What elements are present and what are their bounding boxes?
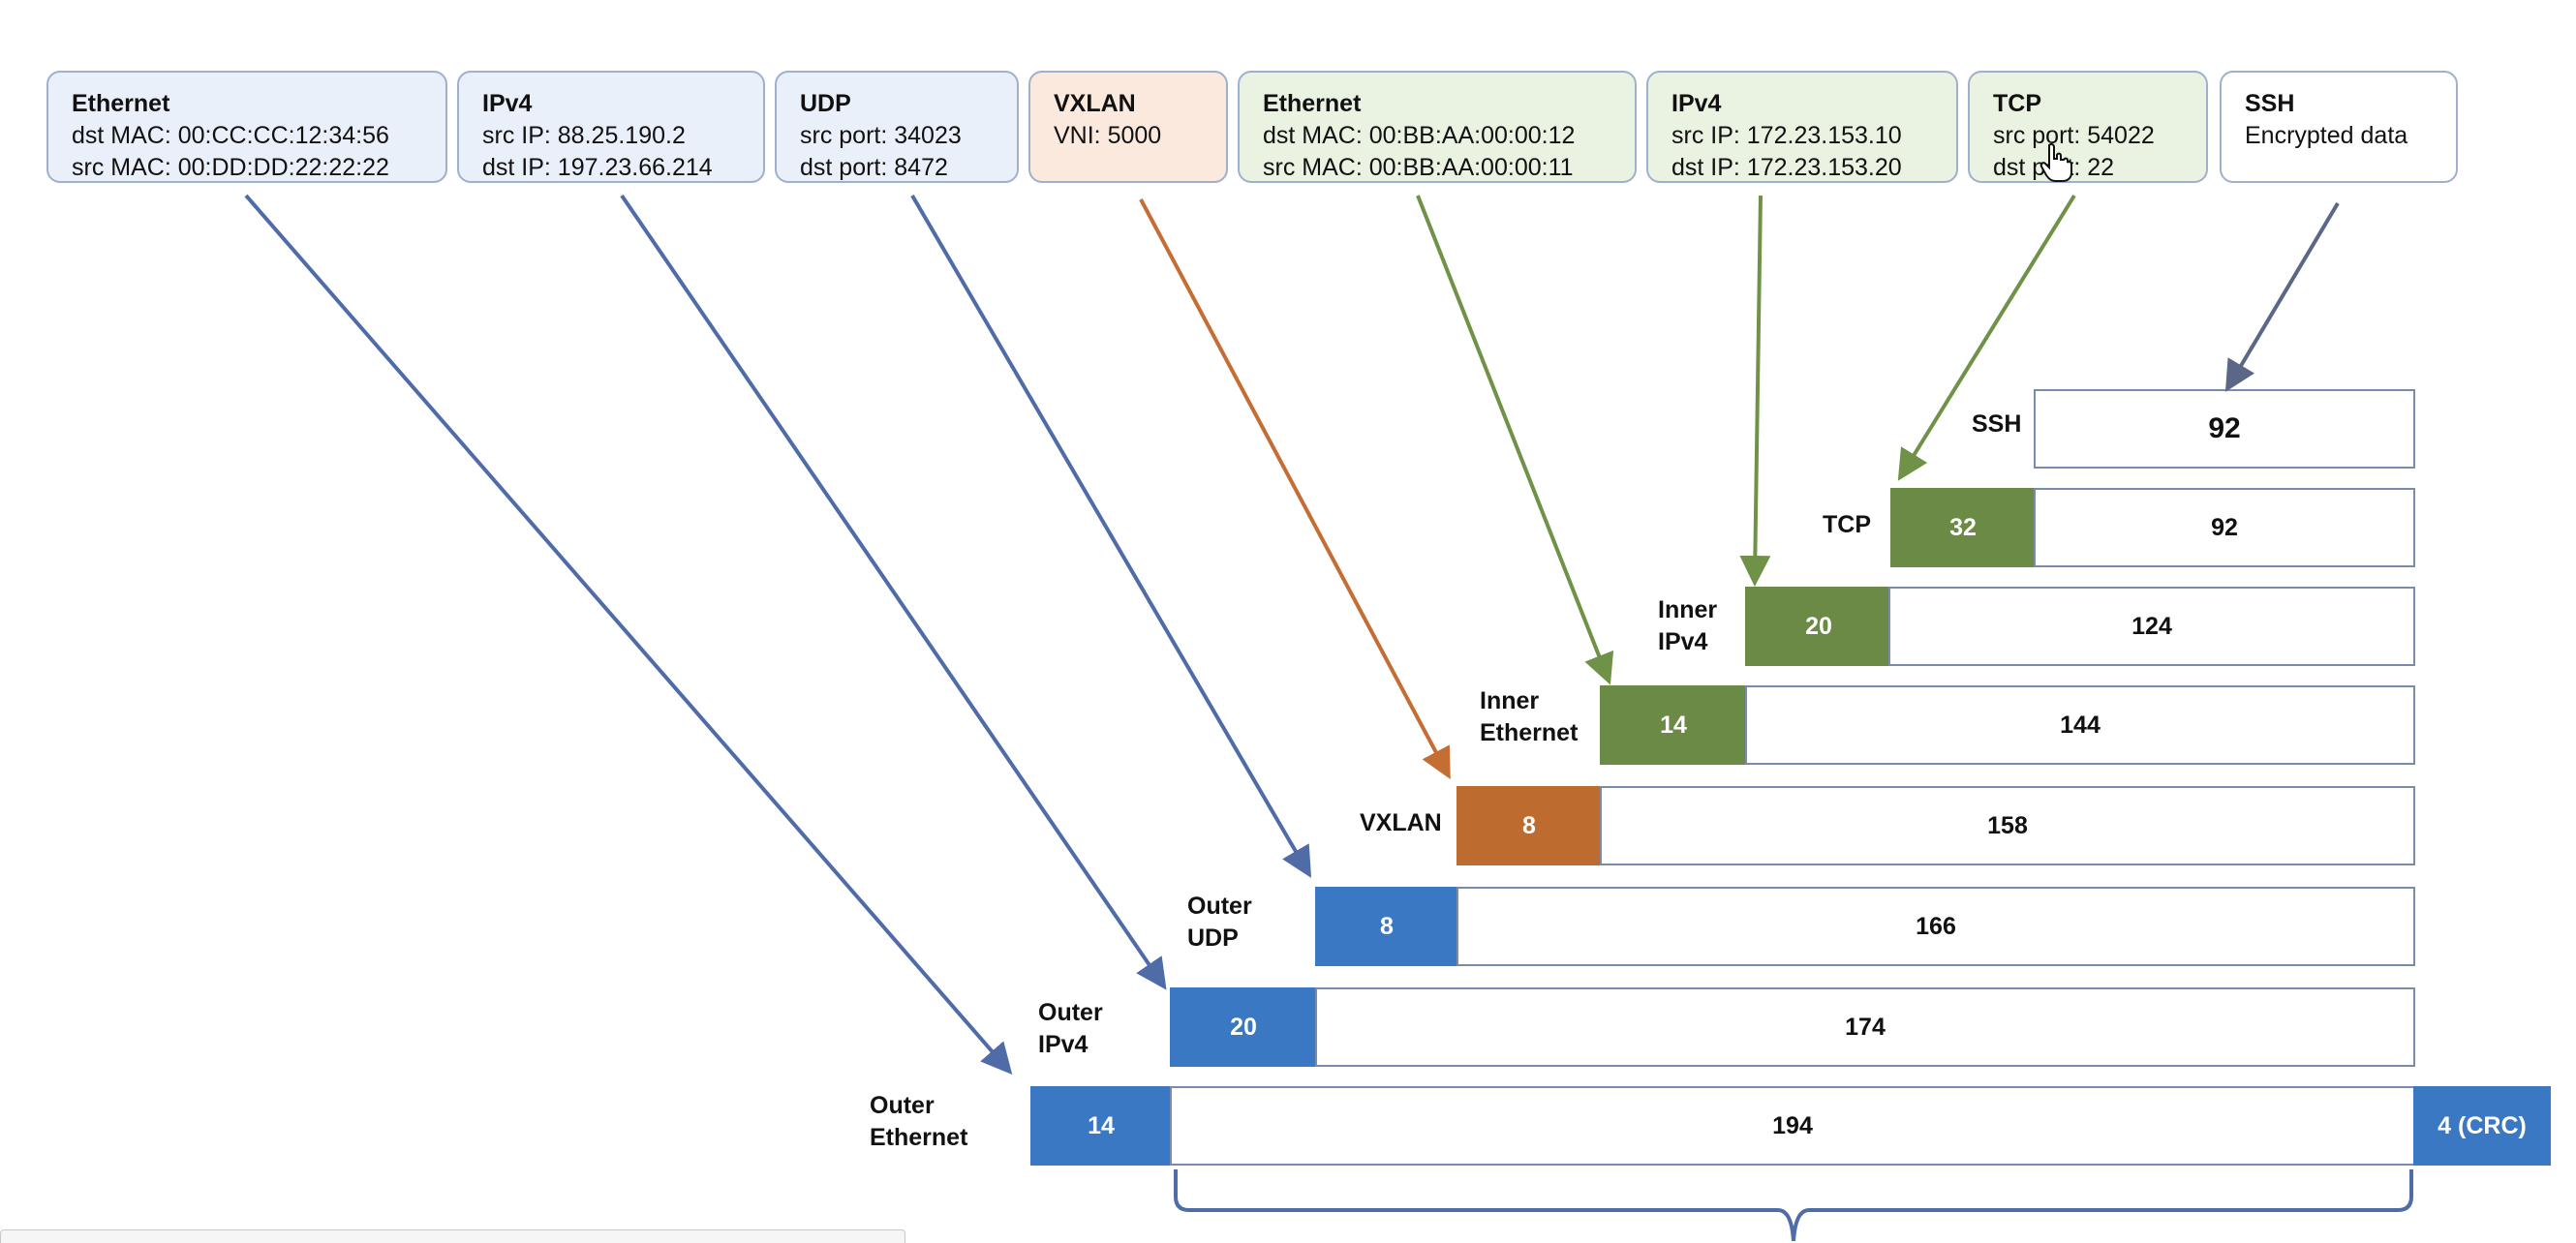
layer-label-outer-ethernet: Outer Ethernet [870,1092,968,1151]
header-line: src IP: 88.25.190.2 [482,122,686,149]
header-line: src IP: 172.23.153.10 [1671,122,1902,149]
arrow-inner-ethernet [1416,195,1614,685]
outer-ethernet-header-segment: 14 [1030,1086,1172,1166]
layer-label-outer-ipv4: Outer IPv4 [1038,999,1103,1058]
header-box-vxlan: VXLAN VNI: 5000 [1028,71,1228,183]
outer-ipv4-header-segment: 20 [1170,987,1317,1067]
payload-brace [1174,1169,2413,1241]
header-title: TCP [1993,90,2041,117]
header-line: dst IP: 172.23.153.20 [1671,154,1902,181]
vxlan-header-segment: 8 [1457,786,1602,865]
header-line: dst MAC: 00:BB:AA:00:00:12 [1263,122,1576,149]
header-line: src port: 54022 [1993,122,2155,149]
layer-label-outer-udp: Outer UDP [1187,893,1252,952]
arrow-vxlan [1139,198,1451,780]
header-title: SSH [2245,90,2295,117]
header-box-outer-udp: UDP src port: 34023 dst port: 8472 [775,71,1019,183]
inner-ethernet-header-segment: 14 [1600,685,1747,765]
outer-ethernet-payload-segment: 194 [1170,1086,2415,1166]
layer-label-inner-ethernet: Inner Ethernet [1480,687,1579,746]
header-title: IPv4 [482,90,533,117]
header-line: Encrypted data [2245,122,2408,149]
tcp-payload-segment: 92 [2034,488,2415,567]
inner-ipv4-payload-segment: 124 [1888,587,2415,666]
ssh-payload-segment: 92 [2034,389,2415,469]
bottom-tooltip-strip [0,1229,905,1243]
inner-ipv4-header-segment: 20 [1745,587,1892,666]
outer-ipv4-payload-segment: 174 [1315,987,2415,1067]
header-line: src MAC: 00:BB:AA:00:00:11 [1263,154,1574,181]
arrow-outer-ipv4 [620,194,1167,990]
layer-label-vxlan: VXLAN [1360,809,1442,836]
header-title: IPv4 [1671,90,1722,117]
header-title: Ethernet [72,90,170,117]
header-line: src port: 34023 [800,122,962,149]
header-box-outer-ipv4: IPv4 src IP: 88.25.190.2 dst IP: 197.23.… [457,71,765,183]
header-box-outer-ethernet: Ethernet dst MAC: 00:CC:CC:12:34:56 src … [46,71,447,183]
inner-ethernet-payload-segment: 144 [1745,685,2415,765]
arrow-outer-ethernet [244,194,1013,1076]
header-box-inner-ethernet: Ethernet dst MAC: 00:BB:AA:00:00:12 src … [1238,71,1637,183]
header-box-tcp: TCP src port: 54022 dst port: 22 [1968,71,2208,183]
tcp-header-segment: 32 [1890,488,2036,567]
crc-trailer-segment: 4 (CRC) [2413,1086,2551,1166]
header-line: src MAC: 00:DD:DD:22:22:22 [72,154,389,181]
header-title: VXLAN [1054,90,1136,117]
hand-cursor-icon [2039,143,2072,182]
arrow-ssh [2224,201,2340,392]
arrow-inner-ipv4 [1739,195,1771,587]
header-box-ssh: SSH Encrypted data [2220,71,2458,183]
header-line: dst IP: 197.23.66.214 [482,154,713,181]
outer-udp-header-segment: 8 [1315,887,1458,966]
header-title: UDP [800,90,851,117]
header-line: dst port: 22 [1993,154,2115,181]
header-line: VNI: 5000 [1054,122,1162,149]
layer-label-ssh: SSH [1972,410,2022,438]
header-line: dst MAC: 00:CC:CC:12:34:56 [72,122,389,149]
header-title: Ethernet [1263,90,1362,117]
header-line: dst port: 8472 [800,154,948,181]
arrow-outer-udp [910,194,1312,878]
outer-udp-payload-segment: 166 [1457,887,2415,966]
header-box-inner-ipv4: IPv4 src IP: 172.23.153.10 dst IP: 172.2… [1646,71,1958,183]
vxlan-payload-segment: 158 [1600,786,2415,865]
layer-label-tcp: TCP [1823,511,1871,538]
layer-label-inner-ipv4: Inner IPv4 [1658,596,1718,655]
